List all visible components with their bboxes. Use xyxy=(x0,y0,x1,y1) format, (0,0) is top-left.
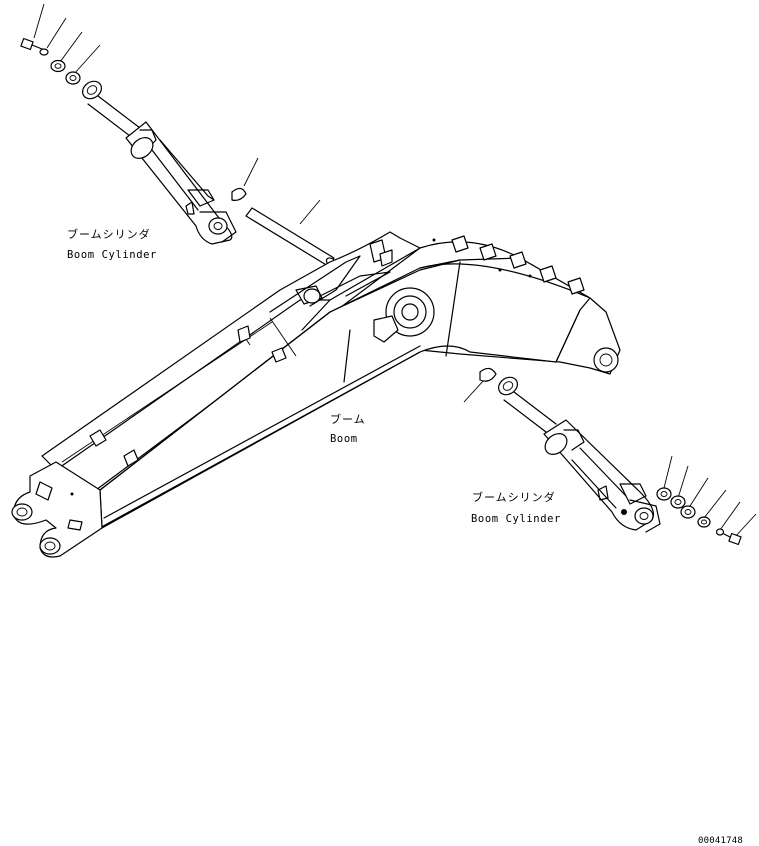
washer-part xyxy=(39,48,49,56)
bolt-part xyxy=(723,532,742,546)
washer-part xyxy=(670,495,686,509)
washer-part xyxy=(697,516,711,528)
bolt-part xyxy=(20,37,43,51)
drawing-number: 00041748 xyxy=(698,836,743,846)
washer-part xyxy=(65,71,81,85)
washer-part xyxy=(680,505,696,519)
washer-part xyxy=(50,59,66,73)
right-cylinder-label-en: Boom Cylinder xyxy=(471,513,561,525)
left-cylinder-label-jp: ブームシリンダ xyxy=(67,228,151,241)
pin-part xyxy=(245,199,337,267)
right-boom-cylinder xyxy=(463,367,757,546)
left-boom-cylinder xyxy=(20,3,337,267)
washer-part xyxy=(656,487,672,501)
boom-structure xyxy=(11,231,621,558)
boom-label-jp: ブーム xyxy=(330,413,366,426)
boom-label-en: Boom xyxy=(330,433,358,445)
right-cylinder-label-jp: ブームシリンダ xyxy=(472,491,556,504)
washer-part xyxy=(715,528,725,536)
left-cylinder-label-en: Boom Cylinder xyxy=(67,249,157,261)
